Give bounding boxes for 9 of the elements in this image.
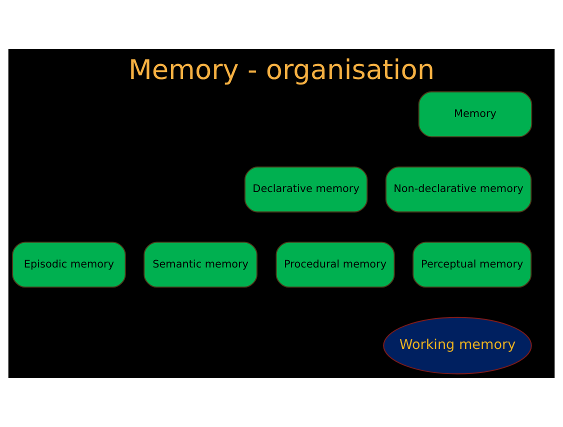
node-box: Memory xyxy=(418,91,532,138)
node-ellipse: Working memory xyxy=(383,316,532,374)
node-box: Episodic memory xyxy=(12,242,126,288)
diagram-title: Memory - organisation xyxy=(128,55,435,86)
node-box: Non-declarative memory xyxy=(385,166,532,212)
node-box: Procedural memory xyxy=(276,242,395,288)
node-box: Declarative memory xyxy=(244,166,368,212)
node-box: Semantic memory xyxy=(144,242,258,288)
node-box: Perceptual memory xyxy=(412,242,532,288)
